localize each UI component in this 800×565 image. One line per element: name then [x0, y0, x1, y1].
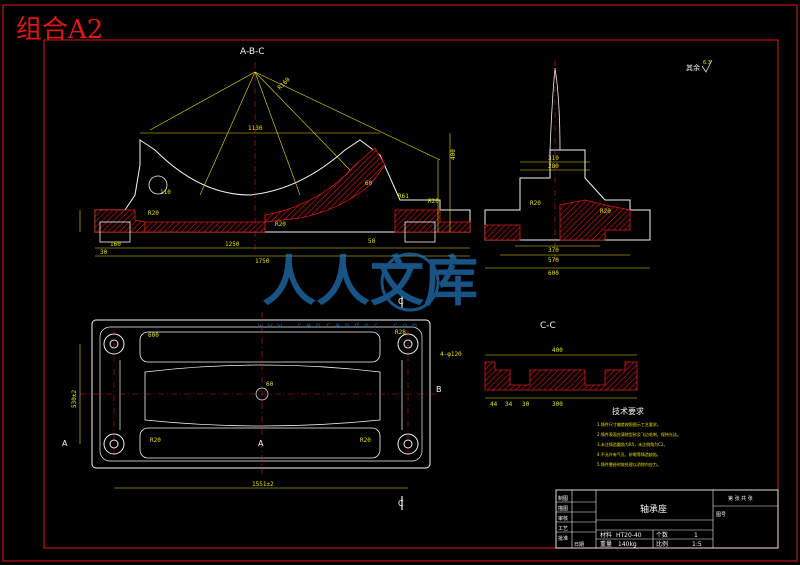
material-label: 材料: [600, 531, 612, 539]
plan-view: 1551±2 600 R28 4-φ120 60 530±2 R20 R20 A…: [62, 296, 462, 510]
dimension-label: 4-φ120: [440, 351, 462, 358]
section-mark: C: [398, 297, 404, 306]
block-label: 审核: [558, 515, 568, 522]
dimension-label: R160: [276, 76, 291, 91]
tech-item: 2.铸件表面应清除型砂及飞边毛刺，保持光洁。: [597, 431, 681, 437]
weight-value: 140kg: [618, 541, 637, 548]
watermark-text: 人人文库: [262, 249, 478, 313]
dimension-label: 300: [552, 401, 563, 408]
dimension-label: 30: [522, 401, 530, 408]
section-cc-view: C-C 400 300 44 34 30: [484, 321, 638, 408]
front-section-view: A-B-C 1250 1130 1750 110 R160 R20 R20: [79, 47, 471, 265]
weight-label: 重量: [600, 540, 612, 548]
dimension-label: R20: [428, 198, 439, 205]
section-label-cc: C-C: [540, 321, 556, 331]
dimension-label: R20: [148, 210, 159, 217]
dimension-label: R20: [275, 221, 286, 228]
tech-heading: 技术要求: [612, 406, 644, 416]
tech-item: 1.铸件尺寸偏差按照图示工艺要求。: [597, 421, 661, 427]
dimension-label: 400: [552, 347, 563, 354]
dimension-label: 50: [368, 238, 376, 245]
block-label: 描图: [558, 505, 568, 512]
dimension-label: 600: [548, 270, 559, 277]
block-label: 日期: [574, 542, 584, 548]
dimension-label: 280: [548, 163, 559, 170]
section-mark: A: [258, 439, 264, 448]
dimension-label: R61: [398, 193, 409, 200]
title-block: 轴承座 材料 HT20-40 个数 1 重量 140kg 比例 1:5 第 张 …: [555, 489, 779, 549]
sheet-info: 第 张 共 张: [728, 495, 753, 502]
dimension-label: 400: [450, 149, 457, 160]
dimension-label: 44: [490, 401, 498, 408]
tech-requirements: 技术要求 1.铸件尺寸偏差按照图示工艺要求。 2.铸件表面应清除型砂及飞边毛刺，…: [597, 406, 681, 467]
dimension-label: 600: [148, 332, 159, 339]
dimension-label: 110: [160, 189, 171, 196]
roughness-note: 其余: [686, 63, 700, 72]
dimension-label: 370: [548, 247, 559, 254]
roughness-value: 6.3: [703, 60, 711, 66]
dimension-label: 160: [110, 241, 121, 248]
dimension-label: 570: [548, 257, 559, 264]
watermark-url: w w w . r e n r e n d o c . c o m: [258, 321, 417, 330]
dimension-label: R20: [600, 208, 611, 215]
dimension-label: 1250: [225, 241, 240, 248]
tech-item: 5.铸件需经时效处理以消除内应力。: [597, 461, 661, 467]
dimension-label: 310: [548, 155, 559, 162]
inner-border: [43, 39, 779, 549]
drawing-no-label: 图号: [716, 512, 726, 518]
dimension-label: 1130: [248, 125, 263, 132]
block-label: 工艺: [558, 526, 568, 532]
outer-border: [2, 4, 798, 562]
dimension-label: R20: [360, 437, 371, 444]
section-label-abc: A-B-C: [240, 47, 265, 57]
dimension-label: 1551±2: [252, 481, 274, 488]
dimension-label: R20: [530, 200, 541, 207]
drawing-title: 组合A2: [16, 15, 103, 45]
material-value: HT20-40: [616, 532, 642, 539]
dimension-label: 30: [100, 249, 108, 256]
scale-label: 比例: [656, 540, 668, 548]
count-label: 个数: [656, 531, 668, 539]
tech-item: 3.未注铸造圆角为R5，未注倒角为C2。: [597, 441, 667, 447]
dimension-label: 60: [266, 381, 274, 388]
dimension-label: 1750: [255, 258, 270, 265]
dimension-label: R20: [150, 437, 161, 444]
scale-value: 1:5: [692, 541, 702, 548]
dimension-label: 60: [365, 180, 373, 187]
part-name: 轴承座: [640, 503, 667, 515]
side-section-view: 310 280 370 570 600 R20 R20 其余 6.3: [484, 59, 713, 277]
block-label: 制图: [558, 495, 568, 502]
dimension-label: 530±2: [71, 390, 78, 408]
dimension-label: 34: [505, 401, 513, 408]
block-label: 批准: [558, 535, 568, 542]
section-mark: A: [62, 439, 68, 448]
section-mark: C: [398, 499, 404, 508]
count-value: 1: [694, 532, 698, 539]
watermark: 人人文库 w w w . r e n r e n d o c . c o m: [258, 249, 478, 330]
tech-item: 4.不允许有气孔、砂眼等铸造缺陷。: [597, 451, 661, 457]
section-mark: B: [436, 385, 442, 394]
dimension-label: R28: [395, 329, 406, 336]
